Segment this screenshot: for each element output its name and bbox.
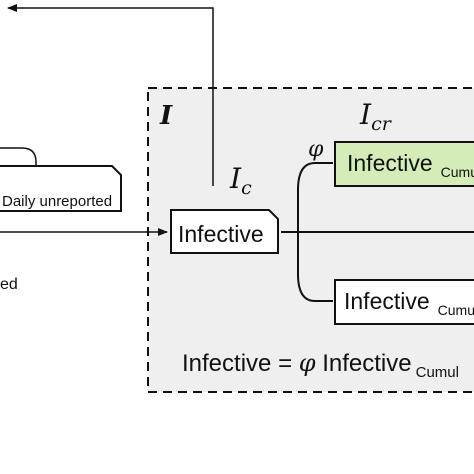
branch-connector [281,162,474,302]
equation-rhs-subscript: Cumul [416,364,459,381]
infective-top-subscript: Cumu [441,164,474,180]
daily-unreported-box [0,165,122,212]
ic-symbol: Ic [229,162,252,199]
equation-equals: = [278,350,292,377]
icr-subscript: cr [371,113,393,135]
infective-bottom-subscript: Cumu [438,302,474,318]
ic-subscript: c [241,177,252,199]
infective-c-label: Infective [178,221,264,247]
infective-c-box [170,209,279,254]
infective-cumulative-highlighted-box [334,141,474,187]
equation-rhs: Infective [322,350,411,377]
feedback-arrow [7,4,214,186]
icr-symbol: Icr [359,98,393,135]
equation-phi: φ [299,349,316,377]
infective-cumulative-box [334,279,474,325]
equation-lhs: Infective [182,350,271,377]
daily-unreported-connector [0,147,37,166]
group-symbol-i: I [159,101,173,131]
partial-label: ed [0,276,18,293]
phi-symbol: φ [308,137,324,162]
daily-unreported-label: Daily unreported [2,193,112,210]
